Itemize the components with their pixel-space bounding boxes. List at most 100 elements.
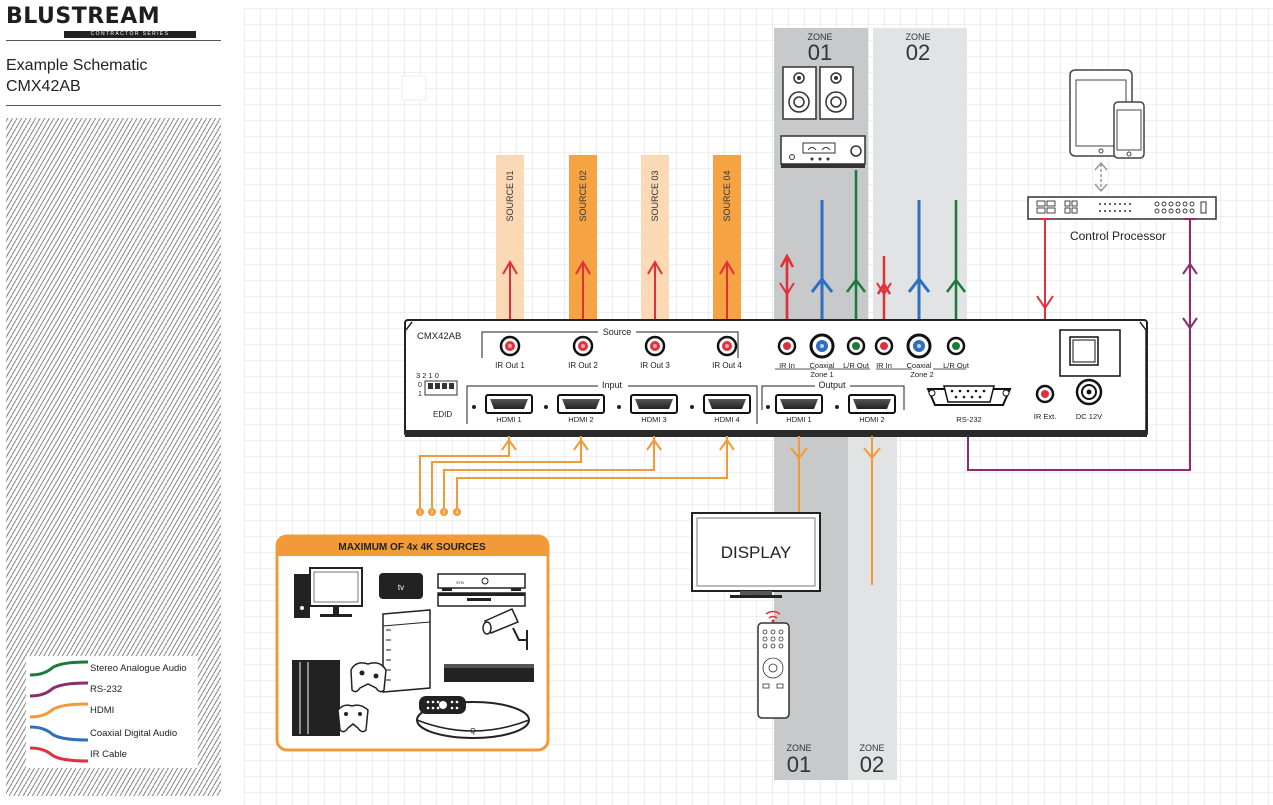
device-model: CMX42AB <box>417 331 461 342</box>
ir-out-port-4[interactable] <box>716 335 738 357</box>
badge-2: 2 <box>431 510 434 516</box>
edid-dip-switch[interactable] <box>424 380 458 396</box>
zone1-coaxial-port[interactable] <box>809 333 835 359</box>
hdmi-input-port-4[interactable] <box>703 394 751 414</box>
ir-out-label-1: IR Out 1 <box>495 361 525 370</box>
zone2-bottom-word: ZONE <box>859 743 884 753</box>
source-label-1: SOURCE 01 <box>505 170 515 221</box>
hdmi-input-label-4: HDMI 4 <box>714 415 739 424</box>
zone1-bottom-number: 01 <box>787 752 811 777</box>
ir-out-label-2: IR Out 2 <box>568 361 598 370</box>
ir-ext-port[interactable] <box>1035 384 1055 404</box>
output-group-label: Output <box>818 380 846 390</box>
hdmi-output-ports <box>766 394 896 414</box>
zone1-coaxial-label: Coaxial <box>809 361 834 370</box>
zone2-top-number: 02 <box>906 40 930 65</box>
badge-3: 3 <box>443 510 446 516</box>
playstation-icon <box>292 660 369 736</box>
zone1-lr-out-port[interactable] <box>846 336 866 356</box>
soundbar-icon <box>444 664 534 682</box>
hdmi-input-label-1: HDMI 1 <box>496 415 521 424</box>
zone1-ir-in-label: IR In <box>779 361 795 370</box>
edid-numbers: 3 2 1 0 <box>416 371 439 380</box>
svg-text:Q: Q <box>470 728 476 735</box>
hdmi-output-label-2: HDMI 2 <box>859 415 884 424</box>
dc-power-port[interactable] <box>1075 378 1103 406</box>
zone2-top-word: ZONE <box>905 32 930 42</box>
rs232-port[interactable] <box>926 385 1012 406</box>
power-switch[interactable] <box>1059 329 1121 377</box>
source-badges <box>416 508 461 516</box>
ir-out-port-3[interactable] <box>644 335 666 357</box>
source-group-label: Source <box>603 327 632 337</box>
dc-label: DC 12V <box>1076 412 1102 421</box>
ir-out-label-4: IR Out 4 <box>712 361 742 370</box>
zone1-ports <box>777 333 866 359</box>
source-group-bracket <box>481 331 739 358</box>
brand-logo: BLUSTREAM <box>6 4 161 29</box>
amplifier-icon <box>780 135 866 168</box>
sidebar: BLUSTREAM CONTRACTOR SERIES Example Sche… <box>0 0 228 805</box>
rs232-label: RS-232 <box>956 415 981 424</box>
hdmi-output-cables <box>790 436 881 585</box>
phone-icon <box>1113 101 1145 159</box>
wireless-link <box>1094 161 1108 193</box>
legend-label: Coaxial Digital Audio <box>90 728 178 739</box>
zone2-coaxial-port[interactable] <box>906 333 932 359</box>
zone2-ir-in-port[interactable] <box>874 336 894 356</box>
legend-item: IR Cable <box>26 746 198 764</box>
zone-ir-arrows <box>779 282 892 296</box>
legend-item: RS-232 <box>26 681 198 699</box>
zone1-ir-in-port[interactable] <box>777 336 797 356</box>
zone2-lr-out-port[interactable] <box>946 336 966 356</box>
edid-zero: 0 <box>418 382 422 389</box>
zone2-bottom-number: 02 <box>860 752 884 777</box>
display-label: DISPLAY <box>721 543 792 562</box>
stb-label: STB <box>456 580 464 585</box>
sky-q-icon: Q <box>416 696 530 739</box>
page-title: Example Schematic <box>6 57 148 74</box>
pc-icon <box>294 567 363 618</box>
zone1-label: Zone 1 <box>810 370 833 379</box>
ir-cables-sources <box>502 260 735 333</box>
zone2-coaxial-label: Coaxial <box>906 361 931 370</box>
hdmi-input-port-3[interactable] <box>630 394 678 414</box>
hdmi-output-port-1[interactable] <box>775 394 823 414</box>
hdmi-input-cables <box>419 436 735 508</box>
edid-one: 1 <box>418 391 422 398</box>
hdmi-output-port-2[interactable] <box>848 394 896 414</box>
hdmi-input-label-3: HDMI 3 <box>641 415 666 424</box>
hdmi-input-port-1[interactable] <box>485 394 533 414</box>
source-label-2: SOURCE 02 <box>578 170 588 221</box>
page-subtitle: CMX42AB <box>6 78 81 95</box>
hdmi-input-port-2[interactable] <box>557 394 605 414</box>
legend-label: IR Cable <box>90 749 127 760</box>
edid-label: EDID <box>433 410 452 419</box>
set-top-box-icon <box>437 573 526 591</box>
legend-item: HDMI <box>26 702 198 720</box>
ir-out-ports <box>499 335 738 357</box>
output-group-bracket <box>761 385 905 410</box>
zone1-top-word: ZONE <box>807 32 832 42</box>
legend-label: HDMI <box>90 705 115 716</box>
legend: Stereo Analogue Audio RS-232 HDMI Coaxia… <box>26 656 198 768</box>
speaker-icon <box>782 66 854 120</box>
hdmi-input-ports <box>472 394 751 414</box>
zone2-ir-in-label: IR In <box>876 361 892 370</box>
ir-out-port-2[interactable] <box>572 335 594 357</box>
legend-item: Coaxial Digital Audio <box>26 725 198 743</box>
legend-item: Stereo Analogue Audio <box>26 660 198 678</box>
zone1-lr-out-label: L/R Out <box>843 361 870 370</box>
legend-label: Stereo Analogue Audio <box>90 663 187 674</box>
ir-out-label-3: IR Out 3 <box>640 361 670 370</box>
remote-control-icon <box>757 610 790 719</box>
source-label-3: SOURCE 03 <box>650 170 660 221</box>
zone2-ports <box>874 333 966 359</box>
divider <box>6 40 221 41</box>
zone1-bottom-word: ZONE <box>786 743 811 753</box>
badge-1: 1 <box>419 510 422 516</box>
ir-out-port-1[interactable] <box>499 335 521 357</box>
source-label-4: SOURCE 04 <box>722 170 732 221</box>
divider <box>6 105 221 106</box>
control-processor-icon <box>1027 196 1217 220</box>
